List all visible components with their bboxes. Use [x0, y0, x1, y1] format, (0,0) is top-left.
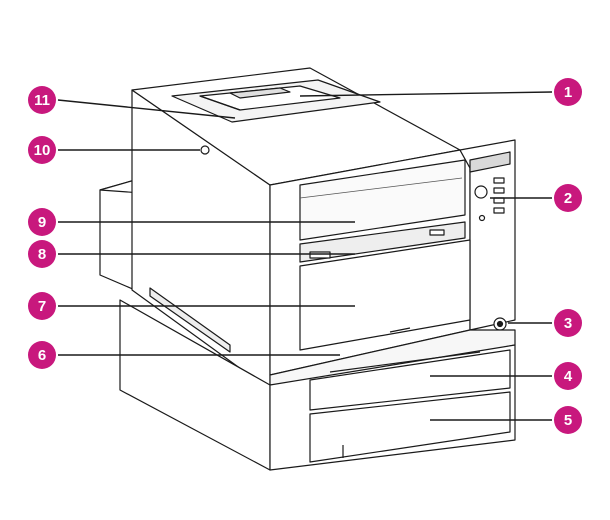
callout-number: 9 — [38, 214, 46, 231]
side-unit — [100, 180, 135, 290]
callout-number: 6 — [38, 347, 46, 364]
callout-4: 4 — [554, 362, 582, 390]
callout-number: 3 — [564, 315, 572, 332]
top-cover-release-button — [201, 146, 209, 154]
control-button-b — [494, 188, 504, 193]
callout-9: 9 — [28, 208, 56, 236]
callout-number: 11 — [34, 92, 50, 109]
callout-number: 8 — [38, 246, 46, 263]
callout-11: 11 — [28, 86, 56, 114]
tray-1-tab-2 — [430, 230, 444, 235]
callout-number: 10 — [34, 142, 51, 159]
callout-number: 7 — [38, 298, 46, 315]
callout-number: 1 — [564, 84, 572, 101]
control-button-d — [494, 208, 504, 213]
printer-illustration — [100, 68, 515, 470]
control-button-a — [494, 178, 504, 183]
callout-7: 7 — [28, 292, 56, 320]
control-dial — [475, 186, 487, 198]
callout-5: 5 — [554, 406, 582, 434]
control-led — [480, 216, 485, 221]
callout-6: 6 — [28, 341, 56, 369]
callout-number: 4 — [564, 368, 573, 385]
callout-1: 1 — [554, 78, 582, 106]
control-button-c — [494, 198, 504, 203]
callout-2: 2 — [554, 184, 582, 212]
callout-number: 2 — [564, 190, 572, 207]
callout-number: 5 — [564, 412, 572, 429]
callout-3: 3 — [554, 309, 582, 337]
tray-1-tab — [310, 252, 330, 258]
callout-10: 10 — [28, 136, 56, 164]
callout-8: 8 — [28, 240, 56, 268]
